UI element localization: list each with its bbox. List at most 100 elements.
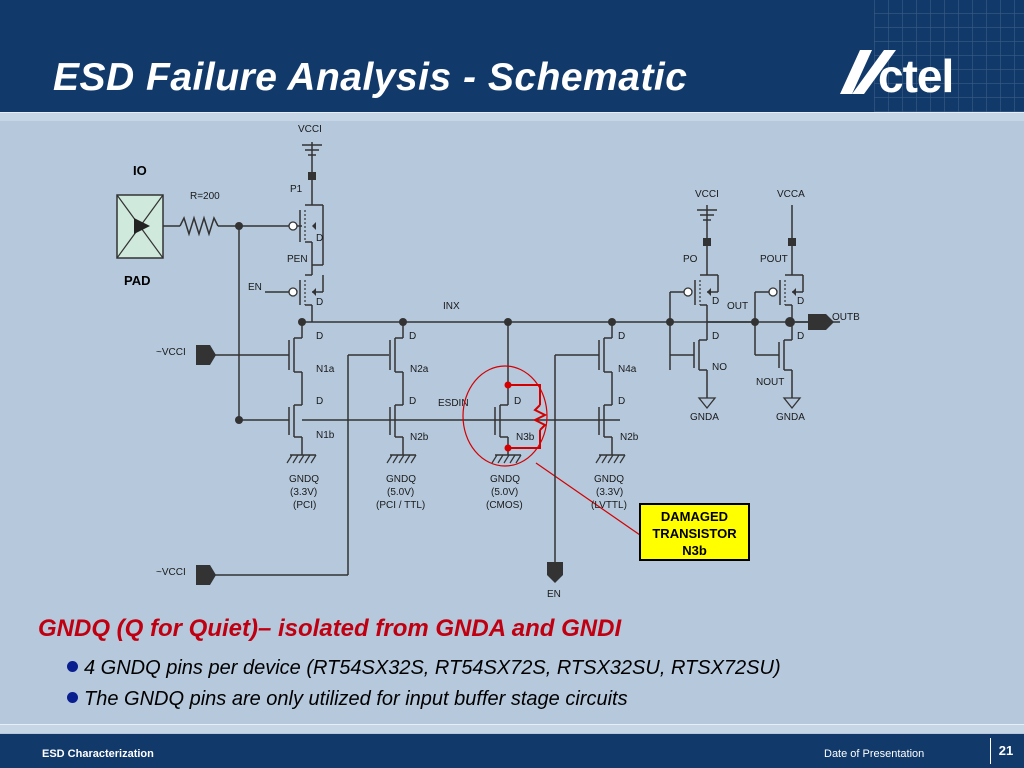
svg-text:(3.3V): (3.3V) [290, 487, 317, 498]
damage-highlight-circle [462, 365, 548, 467]
transistor-n4b [598, 404, 612, 438]
n2b-drain-label: D [409, 396, 416, 407]
svg-text:(5.0V): (5.0V) [491, 487, 518, 498]
svg-text:(PCI / TTL): (PCI / TTL) [376, 500, 425, 511]
vcci-input1-label: ~VCCI [156, 347, 186, 358]
transistor-p1 [288, 204, 316, 243]
en-bottom-label: EN [547, 589, 561, 600]
bullet-dot-icon [67, 661, 78, 672]
gndq-label-4: GNDQ (3.3V) (LVTTL) [591, 474, 627, 511]
title-bar: ESD Failure Analysis - Schematic ctel [0, 0, 1024, 112]
io-label: IO [133, 163, 147, 178]
resistor-label: R=200 [190, 191, 220, 202]
transistor-n2b [389, 404, 403, 438]
svg-text:GNDQ: GNDQ [594, 474, 624, 485]
bullet-dot-icon [67, 692, 78, 703]
n2b-label: N2b [410, 432, 429, 443]
vcci-supply-symbol [302, 142, 322, 180]
vcci-right-supply-symbol [697, 205, 717, 246]
transistor-n3b [494, 404, 508, 438]
gndq-label-3: GNDQ (5.0V) (CMOS) [486, 474, 523, 511]
outb-label: OUTB [832, 312, 860, 323]
n1a-label: N1a [316, 364, 335, 375]
gndq-label-1: GNDQ (3.3V) (PCI) [289, 474, 319, 511]
ground-gndq-4 [595, 454, 626, 464]
inx-label: INX [443, 301, 460, 312]
pout-drain-label: D [797, 296, 804, 307]
gnda-symbol-2 [782, 397, 802, 410]
footer-bar: ESD Characterization Date of Presentatio… [0, 734, 1024, 768]
header-decoration [874, 0, 1024, 112]
svg-text:(CMOS): (CMOS) [486, 500, 523, 511]
callout-line-3: N3b [682, 543, 707, 558]
damage-path [504, 381, 548, 452]
nout-drain-label: D [797, 331, 804, 342]
transistor-no [693, 339, 707, 371]
pout-label: POUT [760, 254, 788, 265]
vcci-input2-label: ~VCCI [156, 567, 186, 578]
n4a-drain-label: D [618, 331, 625, 342]
vcci-input-port-2 [196, 565, 216, 585]
svg-text:GNDQ: GNDQ [490, 474, 520, 485]
transistor-pout [768, 274, 796, 306]
transistor-n1b [288, 404, 302, 438]
p1-drain-label: D [316, 233, 323, 244]
svg-text:GNDQ: GNDQ [386, 474, 416, 485]
en-left-label: EN [248, 282, 262, 293]
io-pad-symbol [116, 194, 164, 259]
svg-text:GNDQ: GNDQ [289, 474, 319, 485]
footer-date-text: Date of Presentation [824, 748, 925, 760]
no-label: NO [712, 362, 727, 373]
en-input-port [547, 562, 563, 583]
ground-gndq-1 [286, 454, 317, 464]
n3b-drain-label: D [514, 396, 521, 407]
vcca-supply-symbol [788, 205, 796, 246]
gnda1-label: GNDA [690, 412, 719, 423]
transistor-n1a [288, 337, 302, 373]
damaged-transistor-callout: DAMAGED TRANSISTOR N3b [639, 503, 750, 561]
pen-drain-label: D [316, 297, 323, 308]
bullet-item: 4 GNDQ pins per device (RT54SX32S, RT54S… [67, 657, 781, 680]
n4a-label: N4a [618, 364, 637, 375]
pen-label: PEN [287, 254, 308, 265]
transistor-po [683, 274, 711, 306]
vcci-top-label: VCCI [298, 124, 322, 135]
vcca-label: VCCA [777, 189, 805, 200]
svg-text:(5.0V): (5.0V) [387, 487, 414, 498]
footer-left-text: ESD Characterization [42, 748, 154, 760]
svg-text:(PCI): (PCI) [293, 500, 316, 511]
po-drain-label: D [712, 296, 719, 307]
vcci-input-port-1 [196, 345, 216, 365]
po-label: PO [683, 254, 698, 265]
n1b-label: N1b [316, 430, 335, 441]
n1b-drain-label: D [316, 396, 323, 407]
page-number: 21 [990, 738, 1021, 764]
n2a-label: N2a [410, 364, 429, 375]
gndq-label-2: GNDQ (5.0V) (PCI / TTL) [376, 474, 425, 511]
transistor-n2a [389, 337, 403, 373]
callout-line-1: DAMAGED [660, 509, 729, 524]
svg-text:ctel: ctel [878, 50, 953, 96]
gnda-symbol-1 [697, 397, 717, 410]
bullet-text: The GNDQ pins are only utilized for inpu… [84, 688, 628, 710]
outb-port [808, 314, 834, 330]
bullet-item: The GNDQ pins are only utilized for inpu… [67, 688, 628, 711]
n4b-drain-label: D [618, 396, 625, 407]
transistor-n4a [598, 337, 612, 373]
svg-text:(3.3V): (3.3V) [596, 487, 623, 498]
callout-pointer [535, 462, 641, 536]
out-label: OUT [727, 301, 748, 312]
n3b-label: N3b [516, 432, 535, 443]
n2a-drain-label: D [409, 331, 416, 342]
n1a-drain-label: D [316, 331, 323, 342]
pad-label: PAD [124, 273, 150, 288]
footer-rule [0, 724, 1024, 733]
gnda2-label: GNDA [776, 412, 805, 423]
nout-label: NOUT [756, 377, 784, 388]
p1-label: P1 [290, 184, 303, 195]
svg-text:(LVTTL): (LVTTL) [591, 500, 627, 511]
ground-gndq-3 [491, 454, 522, 464]
transistor-nout [778, 339, 792, 371]
section-heading: GNDQ (Q for Quiet)– isolated from GNDA a… [38, 615, 622, 642]
